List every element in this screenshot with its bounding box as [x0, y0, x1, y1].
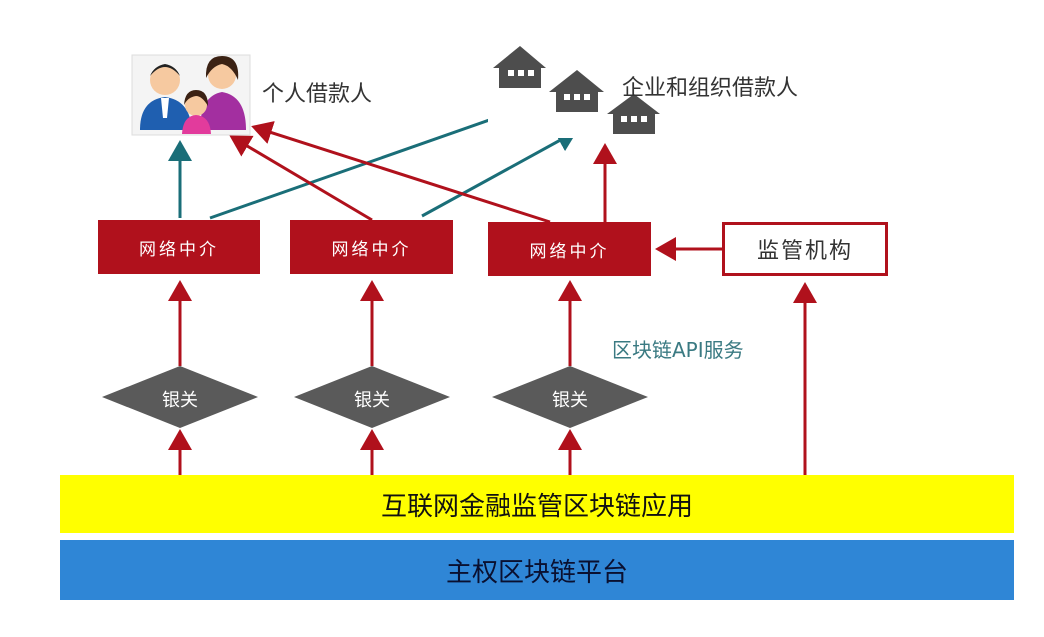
- gateway-label-1: 银关: [162, 390, 198, 411]
- application-band-shape: [60, 475, 1014, 533]
- intermediary-box-2: 网络中介: [290, 220, 453, 274]
- arrow-int2-to-enterprise: [421, 130, 578, 218]
- gateway-diamond-1: [102, 366, 258, 428]
- arrow-int3-to-individual: [251, 121, 551, 224]
- house-icon-1: [493, 46, 546, 88]
- house-icon-3: [607, 94, 660, 134]
- regulator-box: 监管机构: [722, 222, 888, 276]
- gateway-label-3: 银关: [552, 390, 588, 411]
- enterprise-buildings-icon: [488, 38, 668, 138]
- arrow-int2-to-individual: [229, 135, 373, 222]
- individual-borrower-label: 个人借款人: [262, 82, 373, 107]
- intermediary-box-1: 网络中介: [98, 220, 260, 274]
- application-layer-label: 互联网金融监管区块链应用: [380, 491, 693, 522]
- gateway-diamond-3: [492, 366, 648, 428]
- enterprise-borrower-label: 企业和组织借款人: [622, 76, 799, 101]
- family-icon: [131, 54, 251, 136]
- platform-band-shape: [60, 540, 1014, 600]
- gateway-label-2: 银关: [354, 390, 390, 411]
- intermediary-box-3: 网络中介: [488, 222, 651, 276]
- api-service-label: 区块链API服务: [612, 338, 744, 362]
- gateway-diamond-2: [294, 366, 450, 428]
- platform-layer-label: 主权区块链平台: [445, 557, 628, 588]
- arrow-int1-to-enterprise: [209, 105, 518, 220]
- house-icon-2: [549, 70, 604, 112]
